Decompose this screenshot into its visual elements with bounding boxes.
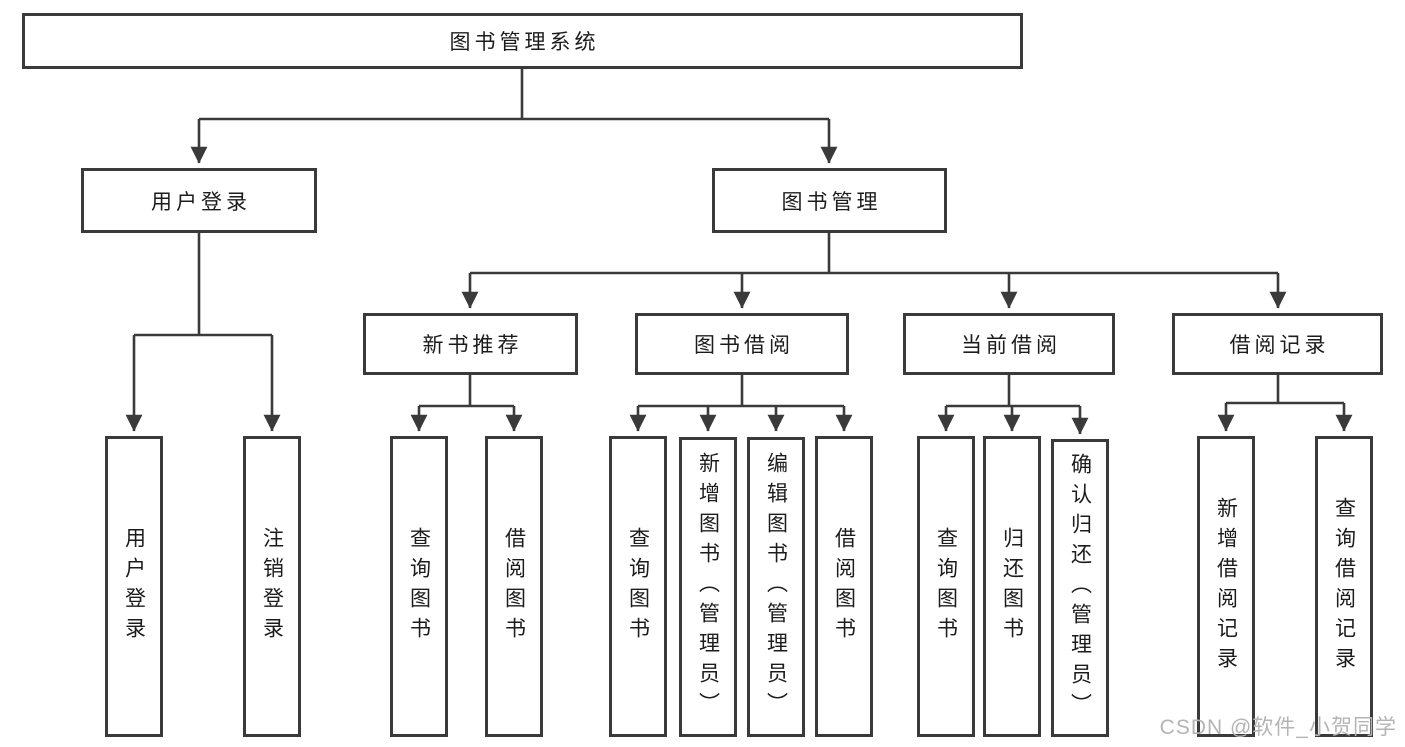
node-label: 编辑图书（管理员） [764, 452, 788, 722]
node-label: 图书管理系统 [449, 31, 600, 54]
node-label: 图书管理 [781, 190, 882, 214]
node-library-system: 图书管理系统 [22, 13, 1023, 69]
node-label: 查询图书 [934, 526, 958, 647]
node-label: 图书借阅 [694, 334, 794, 357]
node-label: 用户登录 [151, 190, 251, 214]
node-label: 新书推荐 [422, 334, 523, 357]
leaf-add-books-admin: 新增图书（管理员） [679, 437, 737, 737]
node-label: 查询借阅记录 [1332, 496, 1356, 677]
node-label: 查询图书 [407, 526, 431, 647]
node-current-borrow: 当前借阅 [903, 313, 1115, 375]
leaf-add-borrow-record: 新增借阅记录 [1197, 436, 1255, 737]
node-new-book-recommend: 新书推荐 [363, 313, 578, 375]
node-label: 新增图书（管理员） [696, 452, 720, 722]
node-user-login: 用户登录 [81, 168, 317, 233]
node-label: 归还图书 [1000, 526, 1024, 647]
leaf-query-books-current: 查询图书 [917, 436, 975, 737]
leaf-query-books-borrow: 查询图书 [609, 436, 667, 737]
node-book-borrow: 图书借阅 [635, 313, 849, 375]
leaf-return-books: 归还图书 [983, 436, 1041, 737]
node-label: 借阅记录 [1229, 334, 1330, 357]
leaf-user-login: 用户登录 [105, 436, 163, 737]
node-label: 借阅图书 [502, 526, 526, 647]
leaf-logout: 注销登录 [243, 436, 301, 737]
node-borrow-records: 借阅记录 [1172, 313, 1383, 375]
leaf-query-books-recommend: 查询图书 [390, 436, 448, 737]
node-label: 查询图书 [626, 526, 650, 647]
node-label: 借阅图书 [832, 526, 856, 647]
leaf-confirm-return-admin: 确认归还（管理员） [1051, 439, 1109, 737]
node-label: 注销登录 [260, 526, 284, 647]
leaf-borrow-books-recommend: 借阅图书 [485, 436, 543, 737]
node-label: 用户登录 [122, 526, 146, 647]
node-label: 新增借阅记录 [1214, 496, 1238, 677]
leaf-query-borrow-record: 查询借阅记录 [1315, 436, 1373, 737]
leaf-edit-books-admin: 编辑图书（管理员） [747, 437, 805, 737]
node-label: 当前借阅 [961, 334, 1061, 357]
node-book-management: 图书管理 [712, 168, 947, 233]
leaf-borrow-books: 借阅图书 [815, 436, 873, 737]
node-label: 确认归还（管理员） [1068, 453, 1092, 723]
watermark: CSDN @软件_小贺同学 [1159, 716, 1397, 739]
